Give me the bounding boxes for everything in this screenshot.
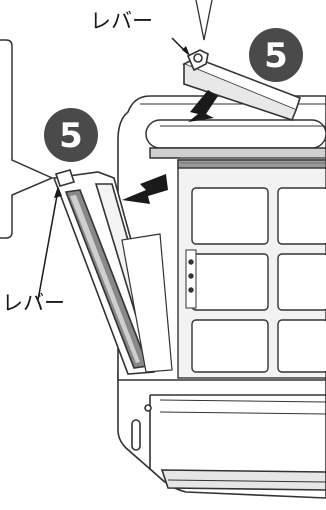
callout-bracket-left	[0, 40, 52, 238]
lever-label-left: レバー	[2, 291, 65, 315]
step-number-left: 5	[59, 116, 83, 156]
air-filter-right	[178, 160, 326, 378]
step-number-top: 5	[264, 36, 288, 76]
step-badge-left: 5	[44, 108, 98, 162]
roller-bar	[146, 120, 326, 158]
unit-body	[118, 372, 326, 498]
lever-label-top: レバー	[90, 9, 153, 33]
step-badge-top: 5	[249, 28, 303, 82]
callout-pointer-top	[196, 0, 212, 40]
